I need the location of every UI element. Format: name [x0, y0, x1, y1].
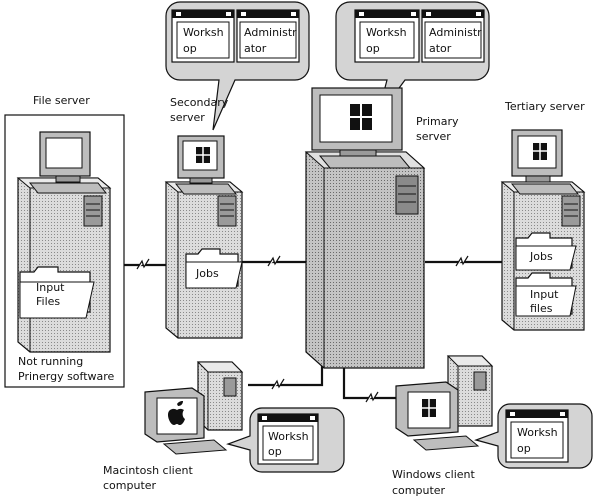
- file-server-label: File server: [33, 94, 90, 107]
- primary-server-tower: [304, 151, 426, 369]
- secondary-workshop-window: Worksh op: [171, 9, 235, 63]
- file-server-monitor: [39, 131, 91, 183]
- tertiary-server-monitor: [511, 129, 563, 183]
- primary-server-bubble: Worksh op Administr ator: [335, 1, 490, 119]
- macintosh-client-group: Macintosh client computer Worksh op: [103, 361, 345, 492]
- windows-client-monitor: [395, 381, 459, 437]
- mac-client-bubble: Worksh op: [226, 407, 345, 473]
- secondary-server-monitor: [177, 135, 225, 184]
- primary-server-group: Worksh op Administr ator Primary server: [304, 1, 490, 369]
- primary-server-label-2: server: [416, 130, 451, 143]
- secondary-admin-label-2: ator: [244, 42, 267, 55]
- tertiary-jobs-folder: Jobs: [515, 232, 577, 271]
- mac-client-keyboard: [162, 439, 228, 455]
- primary-admin-window: Administr ator: [421, 9, 485, 63]
- file-server-input-label-2: Files: [36, 295, 60, 308]
- primary-server-keyboard: [318, 155, 412, 169]
- tertiary-server-keyboard: [510, 183, 580, 195]
- file-server-group: File server Input Files Not running Prin…: [4, 94, 125, 388]
- mac-workshop-label-1: Worksh: [268, 430, 309, 443]
- file-server-input-folder: Input Files: [19, 266, 95, 319]
- tertiary-jobs-label: Jobs: [529, 250, 553, 263]
- secondary-jobs-label: Jobs: [195, 267, 219, 280]
- secondary-server-label-2: server: [170, 111, 205, 124]
- mac-workshop-window: Worksh op: [257, 413, 319, 465]
- file-server-tower: [16, 177, 112, 353]
- windows-workshop-window: Worksh op: [505, 409, 569, 463]
- primary-admin-label-1: Administr: [429, 26, 482, 39]
- secondary-server-label-1: Secondary: [170, 96, 229, 109]
- windows-client-group: Windows client computer Worksh op: [392, 355, 593, 497]
- connection-break-markers: [136, 255, 469, 403]
- windows-client-tower: [446, 355, 494, 427]
- primary-workshop-window: Worksh op: [354, 9, 420, 63]
- secondary-workshop-label-1: Worksh: [183, 26, 224, 39]
- primary-server-label-1: Primary: [416, 115, 459, 128]
- mac-workshop-label-2: op: [268, 445, 282, 458]
- mac-client-monitor: [144, 387, 205, 443]
- file-server-keyboard: [28, 182, 108, 194]
- windows-client-label-2: computer: [392, 484, 446, 497]
- mac-client-label-2: computer: [103, 479, 157, 492]
- apple-logo-icon: [168, 401, 185, 425]
- primary-admin-label-2: ator: [429, 42, 452, 55]
- secondary-workshop-label-2: op: [183, 42, 197, 55]
- windows-client-bubble: Worksh op: [474, 403, 593, 469]
- mac-client-tower: [196, 361, 244, 431]
- file-server-input-label-1: Input: [36, 281, 65, 294]
- tertiary-input-folder: Input files: [515, 272, 577, 317]
- not-running-label-1: Not running: [18, 355, 83, 368]
- tertiary-input-label-2: files: [530, 302, 553, 315]
- secondary-server-keyboard: [174, 183, 238, 195]
- secondary-admin-window: Administr ator: [236, 9, 300, 63]
- tertiary-server-group: Tertiary server Jobs Input: [500, 100, 586, 331]
- primary-workshop-label-2: op: [366, 42, 380, 55]
- secondary-jobs-folder: Jobs: [185, 248, 243, 289]
- secondary-server-bubble: Worksh op Administr ator: [165, 1, 310, 131]
- tertiary-input-label-1: Input: [530, 288, 559, 301]
- not-running-label-2: Prinergy software: [18, 370, 115, 383]
- tertiary-server-label: Tertiary server: [504, 100, 585, 113]
- primary-server-monitor: [311, 87, 403, 157]
- mac-client-label-1: Macintosh client: [103, 464, 193, 477]
- windows-workshop-label-2: op: [517, 442, 531, 455]
- windows-client-label-1: Windows client: [392, 468, 475, 481]
- windows-client-keyboard: [412, 435, 480, 451]
- windows-workshop-label-1: Worksh: [517, 426, 558, 439]
- secondary-server-group: Worksh op Administr ator Secondary serve…: [164, 1, 310, 339]
- secondary-admin-label-1: Administr: [244, 26, 297, 39]
- primary-workshop-label-1: Worksh: [366, 26, 407, 39]
